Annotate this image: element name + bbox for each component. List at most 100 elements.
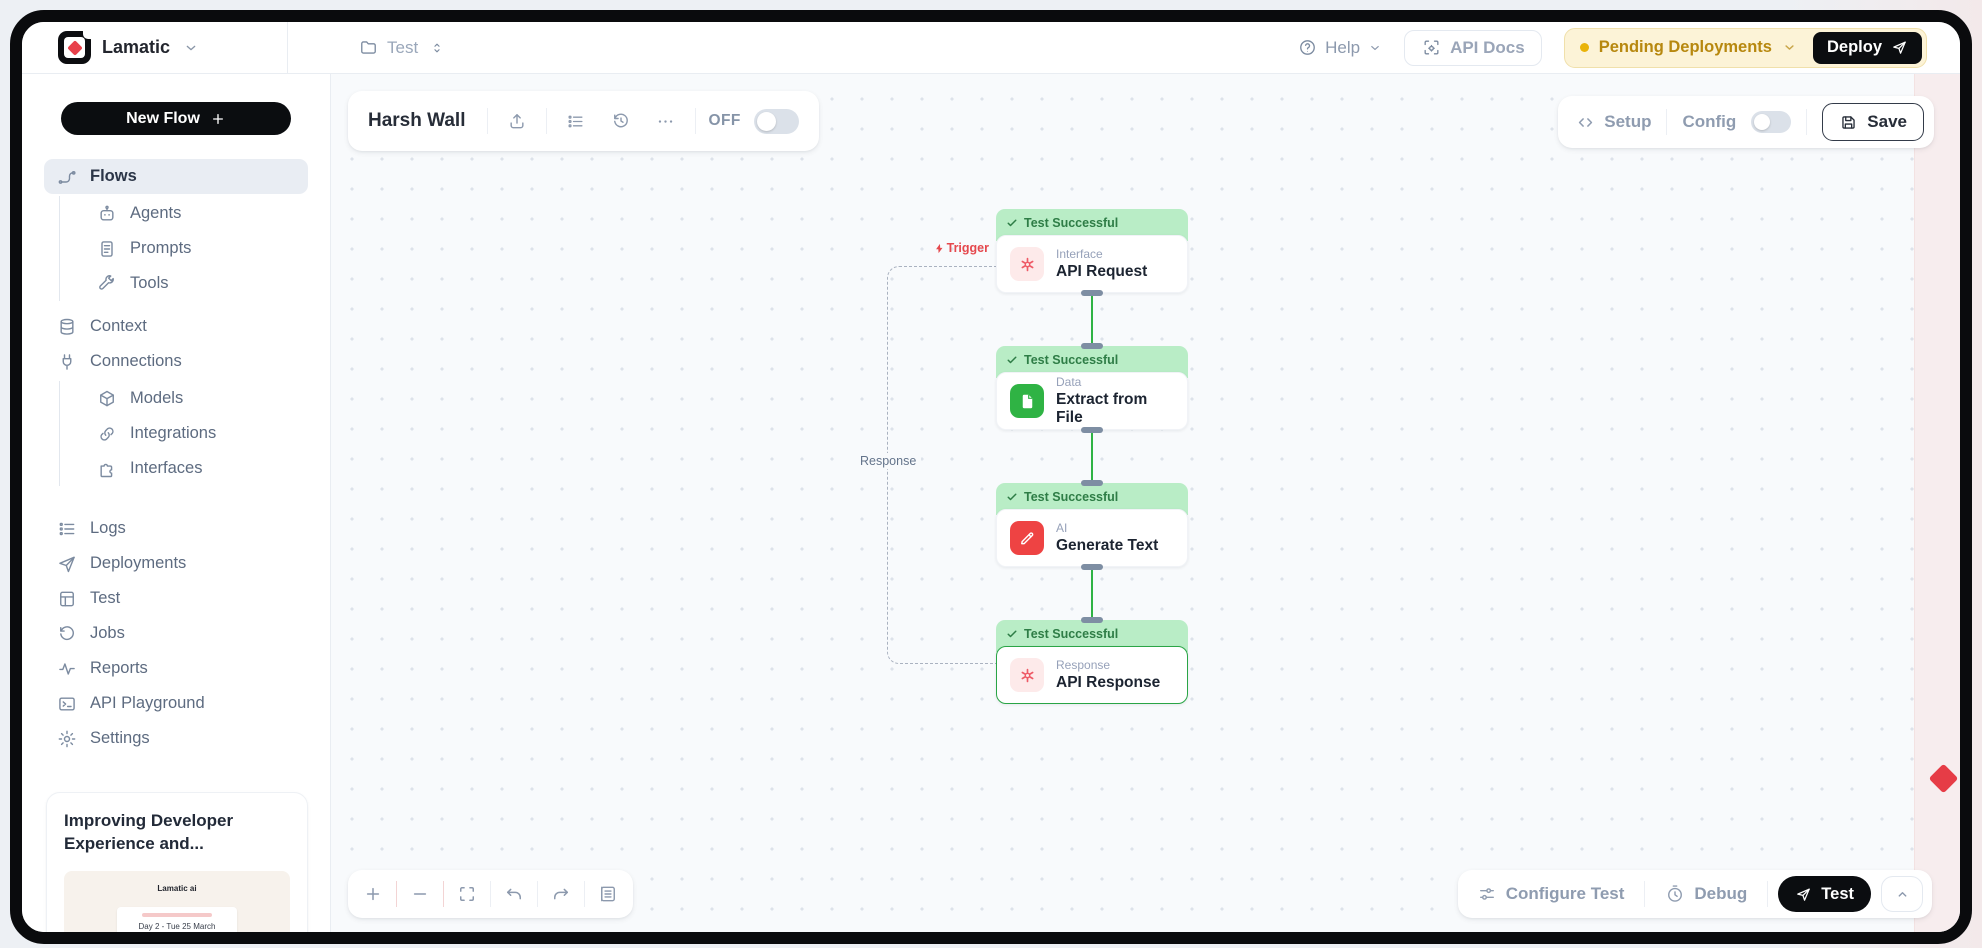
sidebar-item-api-playground[interactable]: API Playground [44,686,308,721]
lamatic-logo-icon [58,30,92,64]
share-flow-button[interactable] [501,105,533,137]
folder-icon [358,38,378,58]
node-extract-from-file[interactable]: Test Successful Data Extract from File [996,346,1188,430]
flow-header-toolbar: Harsh Wall OFF [348,91,819,151]
chevron-down-icon[interactable] [181,38,201,58]
sidebar-item-label: Context [90,317,147,335]
node-card-selected[interactable]: Response API Response [996,646,1188,704]
sidebar-item-label: Settings [90,729,150,747]
api-docs-label: API Docs [1450,37,1525,57]
edge-connector [1091,293,1093,346]
node-input-handle[interactable] [1081,343,1103,349]
pending-deployments-label: Pending Deployments [1598,38,1772,56]
sliders-icon [1479,888,1494,900]
sidebar-item-integrations[interactable]: Integrations [84,416,308,451]
flow-canvas[interactable]: Trigger Response Test Successful Interfa… [331,74,1960,932]
sidebar-item-context[interactable]: Context [44,309,308,344]
trigger-label: Trigger [871,241,989,255]
new-flow-button[interactable]: New Flow [61,102,291,135]
config-toggle[interactable] [1751,111,1792,133]
zoom-out-button[interactable] [404,878,436,910]
node-output-handle[interactable] [1081,427,1103,433]
flow-title: Harsh Wall [368,110,466,131]
gear-icon [57,729,77,749]
node-output-handle[interactable] [1081,290,1103,296]
file-node-icon [1010,384,1044,418]
lightning-icon [935,243,943,253]
sidebar-item-reports[interactable]: Reports [44,651,308,686]
activity-icon [57,659,77,679]
save-label: Save [1867,112,1907,131]
sidebar-item-tools[interactable]: Tools [84,266,308,301]
plug-icon [57,352,77,372]
save-button[interactable]: Save [1822,103,1924,141]
sidebar-item-interfaces[interactable]: Interfaces [84,451,308,486]
edge-connector [1091,430,1093,483]
ellipsis-icon [658,119,673,123]
list-icon [568,115,583,127]
sidebar-item-prompts[interactable]: Prompts [84,231,308,266]
node-generate-text[interactable]: Test Successful AI Generate Text [996,483,1188,567]
pending-status-dot [1579,43,1589,52]
check-icon [1007,630,1017,637]
sidebar: New Flow Flows Agents Prompts Tools [22,74,331,932]
node-output-handle[interactable] [1081,564,1103,570]
setup-label: Setup [1604,112,1652,131]
swap-vertical-icon [427,38,447,58]
node-input-handle[interactable] [1081,617,1103,623]
node-api-response[interactable]: Test Successful Response API Response [996,620,1188,704]
promo-card[interactable]: Improving Developer Experience and... La… [46,792,308,944]
test-button[interactable]: Test [1778,876,1871,912]
journal-icon [57,589,77,609]
sidebar-item-flows[interactable]: Flows [44,159,308,194]
sidebar-item-test[interactable]: Test [44,581,308,616]
sidebar-item-label: Reports [90,659,148,677]
setup-button[interactable]: Setup [1576,112,1651,132]
debug-button[interactable]: Debug [1655,884,1757,904]
list-icon [57,519,77,539]
more-options-button[interactable] [650,105,682,137]
brand-zone[interactable]: Lamatic [22,22,288,73]
question-circle-icon [1297,38,1317,58]
version-history-button[interactable] [605,105,637,137]
node-api-request[interactable]: Test Successful Interface API Request [996,209,1188,293]
undo-button[interactable] [498,878,530,910]
sidebar-item-models[interactable]: Models [84,381,308,416]
api-docs-button[interactable]: API Docs [1404,29,1542,66]
history-icon [613,113,628,128]
send-icon [1797,888,1811,901]
node-card[interactable]: AI Generate Text [996,509,1188,567]
code-sandbox-icon [1421,38,1441,58]
fit-view-button[interactable] [451,878,483,910]
puzzle-icon [97,459,117,479]
collapse-panel-button[interactable] [1881,876,1923,912]
sidebar-item-settings[interactable]: Settings [44,721,308,756]
flow-list-button[interactable] [560,105,592,137]
flow-enabled-toggle[interactable] [753,108,799,134]
node-input-handle[interactable] [1081,480,1103,486]
plus-icon [366,887,380,901]
node-card[interactable]: Data Extract from File [996,372,1188,430]
check-icon [1007,219,1017,226]
help-menu[interactable]: Help [1297,38,1382,58]
node-title: API Request [1056,263,1148,280]
sidebar-item-agents[interactable]: Agents [84,196,308,231]
zoom-in-button[interactable] [357,878,389,910]
sidebar-item-connections[interactable]: Connections [44,344,308,379]
notes-button[interactable] [592,878,624,910]
pending-deployments-dropdown[interactable]: Pending Deployments Deploy [1563,27,1927,68]
promo-preview-dashed-line [177,943,178,944]
topbar: Lamatic Test Help [22,22,1960,74]
sidebar-item-jobs[interactable]: Jobs [44,616,308,651]
sidebar-item-logs[interactable]: Logs [44,511,308,546]
sidebar-item-deployments[interactable]: Deployments [44,546,308,581]
breadcrumb[interactable]: Test [358,38,447,58]
flows-subnav: Agents Prompts Tools [59,196,308,301]
promo-preview-image: Lamatic ai Day 2 - Tue 25 March [64,870,290,944]
deploy-button[interactable]: Deploy [1812,31,1922,64]
redo-button[interactable] [545,878,577,910]
upload-icon [509,114,524,129]
configure-test-button[interactable]: Configure Test [1467,884,1635,904]
flows-icon [57,167,77,187]
node-card[interactable]: Interface API Request [996,235,1188,293]
